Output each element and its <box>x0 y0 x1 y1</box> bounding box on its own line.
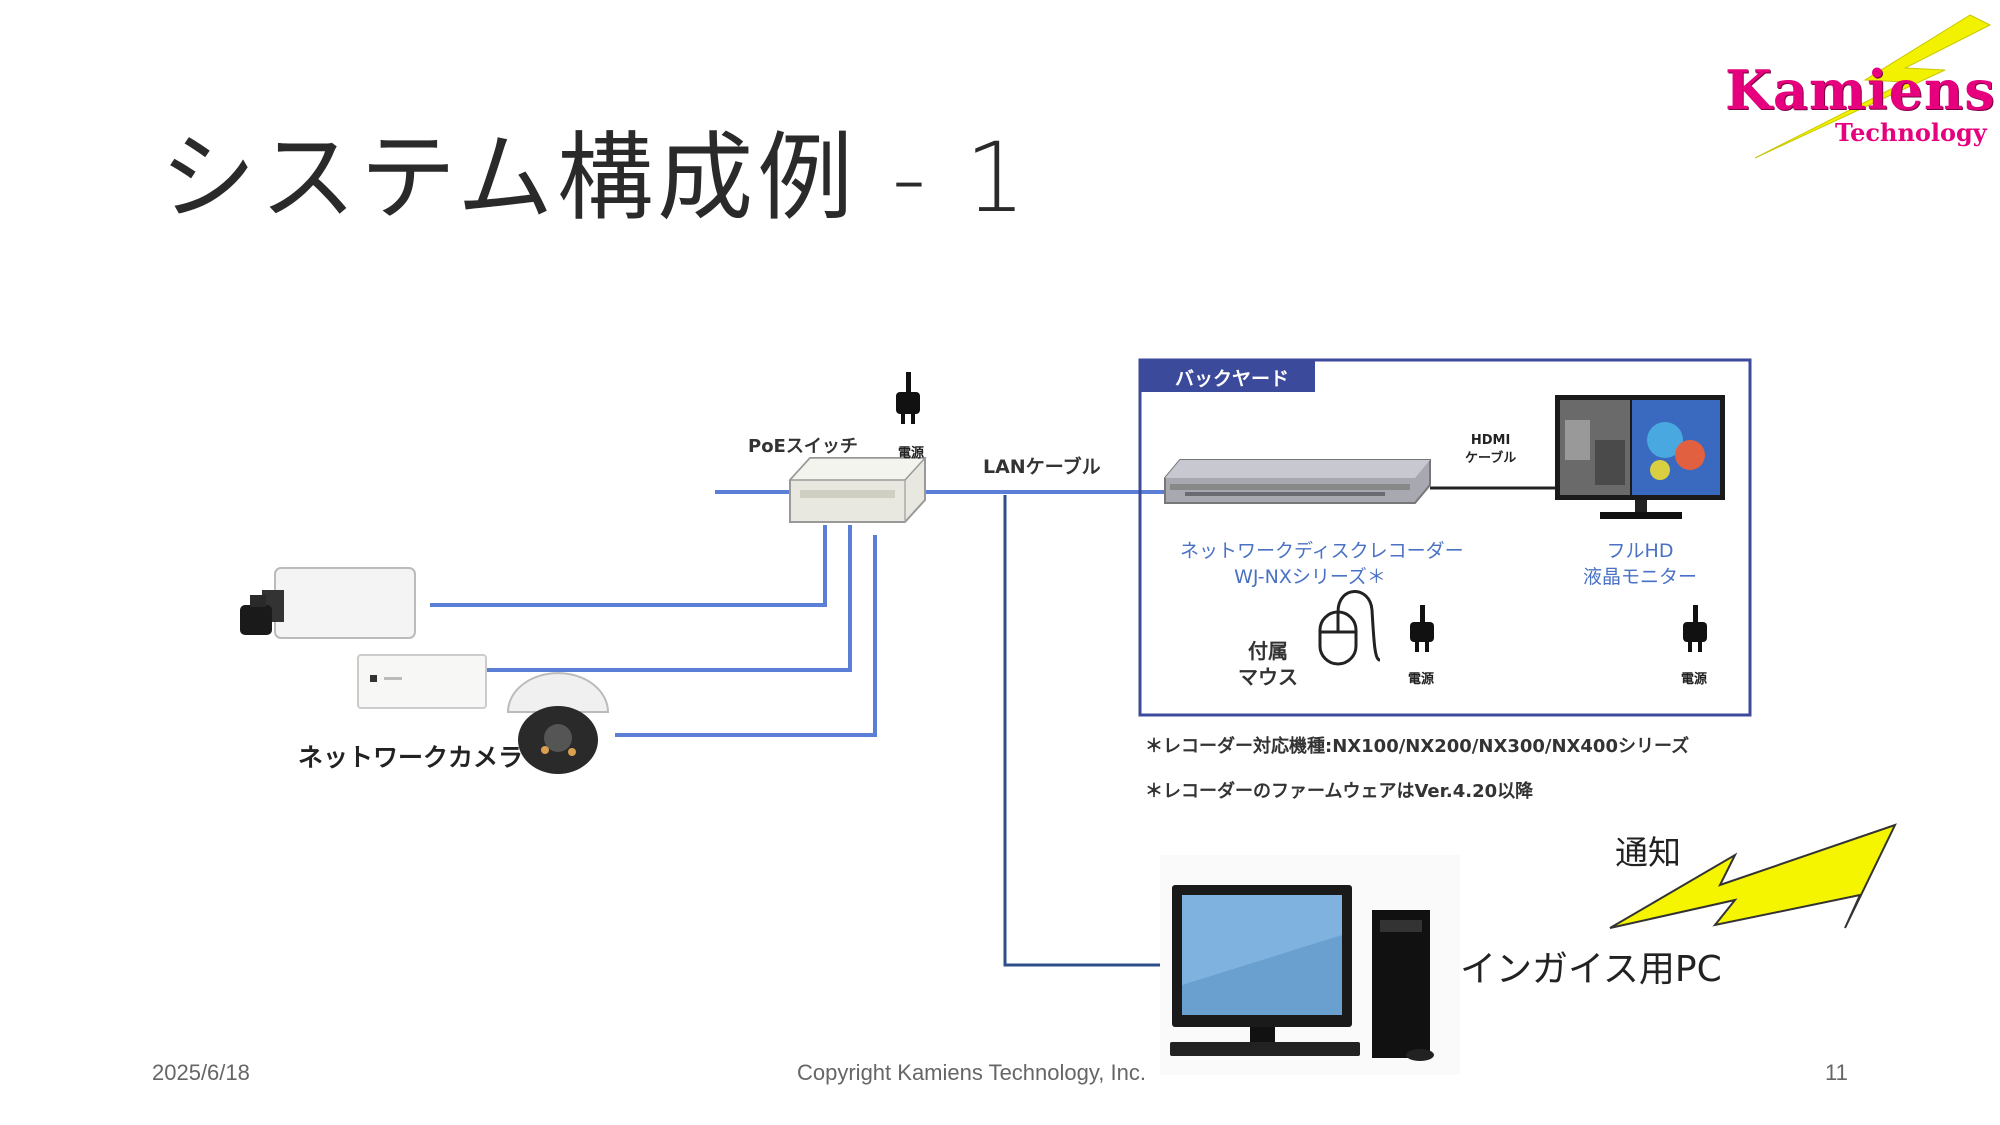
recorder-label: ネットワークディスクレコーダー WJ-NXシリーズ＊ <box>1180 538 1464 590</box>
logo-bolt-icon <box>1754 14 1992 159</box>
camera-label: ネットワークカメラ <box>298 743 524 772</box>
poe-switch-icon <box>788 457 927 523</box>
monitor-label-line2: 液晶モニター <box>1582 566 1697 588</box>
company-logo: Kamiens Technology <box>1715 10 2000 160</box>
recorder-label-line1: ネットワークディスクレコーダー <box>1180 540 1464 562</box>
monitor-label: フルHD 液晶モニター <box>1560 538 1720 590</box>
logo-sub: Technology <box>1835 118 1987 147</box>
recorder-note-2: ＊レコーダーのファームウェアはVer.4.20以降 <box>1145 781 1534 802</box>
monitor-power-plug-icon <box>1683 605 1707 652</box>
mouse-icon <box>1318 590 1381 666</box>
monitor-label-line1: フルHD <box>1606 540 1674 562</box>
camera-cables <box>400 490 877 737</box>
monitor-power-label: 電源 <box>1681 672 1708 687</box>
slide-date: 2025/6/18 <box>152 1060 250 1085</box>
hdmi-label: HDMI ケーブル <box>1465 432 1516 468</box>
copyright: Copyright Kamiens Technology, Inc. <box>797 1060 1146 1085</box>
recorder-power-label: 電源 <box>1408 672 1435 687</box>
flat-camera-icon <box>357 654 487 709</box>
page-title: システム構成例 - 1 <box>160 122 1030 234</box>
power-plug-icon <box>896 372 920 424</box>
poe-switch-label: PoEスイッチ <box>748 436 858 457</box>
recorder-icon <box>1164 459 1431 504</box>
pc-label: インガイス用PC <box>1460 949 1722 990</box>
notify-label: 通知 <box>1615 833 1681 872</box>
monitor-icon <box>1555 395 1725 519</box>
backyard-label: バックヤード <box>1175 368 1290 390</box>
backyard-frame <box>1138 358 1752 717</box>
pc-icon <box>1160 855 1460 1075</box>
switch-power-label: 電源 <box>898 446 925 461</box>
logo-name: Kamiens <box>1725 58 1996 122</box>
recorder-note-1: ＊レコーダー対応機種:NX100/NX200/NX300/NX400シリーズ <box>1145 736 1690 757</box>
page-number: 11 <box>1825 1060 1848 1085</box>
hdmi-label-line2: ケーブル <box>1465 451 1517 466</box>
notification-bolt-icon <box>1609 823 1897 929</box>
mouse-label-line1: 付属 <box>1248 639 1288 663</box>
lan-cable-label: LANケーブル <box>983 456 1101 478</box>
pc-cable-line <box>1003 495 1165 967</box>
box-camera-icon <box>240 567 416 639</box>
mouse-label-line2: マウス <box>1238 665 1298 689</box>
recorder-power-plug-icon <box>1410 605 1434 652</box>
hdmi-label-line1: HDMI <box>1470 433 1511 448</box>
dome-camera-icon <box>506 672 610 774</box>
backyard-header <box>1140 360 1315 392</box>
recorder-label-line2: WJ-NXシリーズ＊ <box>1234 566 1386 588</box>
mouse-label: 付属 マウス <box>1238 638 1298 690</box>
